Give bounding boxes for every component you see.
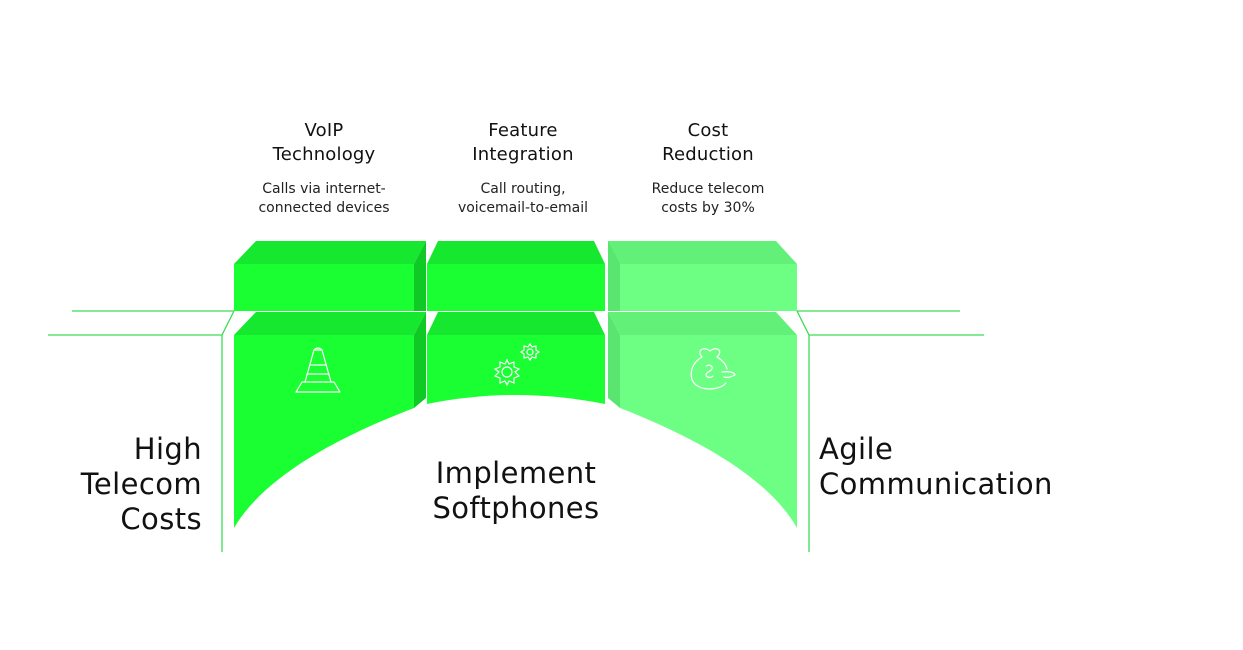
feature-top-block <box>427 241 605 311</box>
voip-top-block <box>234 241 426 311</box>
feature-description: Call routing,voicemail-to-email <box>457 181 589 216</box>
feature-arch-block <box>427 312 605 404</box>
money-bag-icon <box>690 348 736 390</box>
voip-arch-block <box>234 312 426 528</box>
gears-icon <box>493 342 541 387</box>
voip-description: Calls via internet-connected devices <box>258 181 390 216</box>
road-lines <box>48 310 984 552</box>
cost-top-block <box>608 241 797 311</box>
cost-arch-block <box>608 312 797 528</box>
traffic-cone-icon <box>295 347 341 393</box>
